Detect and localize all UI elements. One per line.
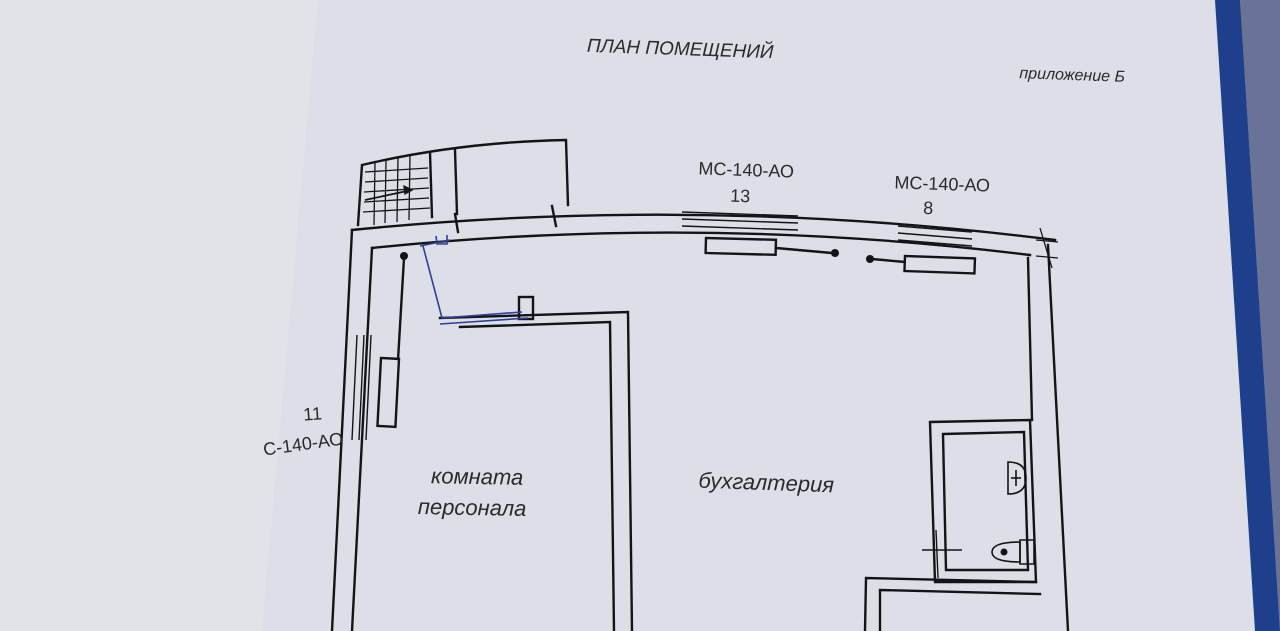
stair-hatching bbox=[362, 155, 431, 226]
fixture-8-model: МС-140-АО bbox=[894, 172, 990, 195]
riser-box bbox=[517, 295, 535, 321]
room-accounting: бухгалтерия bbox=[698, 468, 835, 498]
pipe-11 bbox=[396, 257, 406, 361]
door-mark-2 bbox=[935, 529, 939, 579]
heater-13 bbox=[704, 236, 778, 257]
wall-break-mark bbox=[1035, 227, 1059, 269]
pipe-node-8 bbox=[866, 255, 874, 263]
fixture-8-number: 8 bbox=[923, 198, 934, 218]
corridor-wall bbox=[863, 576, 1038, 631]
toilet-bowl bbox=[991, 541, 1021, 563]
stair-block bbox=[356, 138, 570, 227]
appendix-label: приложение Б bbox=[1019, 65, 1125, 86]
pipe-13 bbox=[775, 246, 833, 255]
staff-room-wall-inner bbox=[458, 320, 616, 631]
stair-divider bbox=[428, 150, 434, 219]
heater-8 bbox=[903, 254, 977, 275]
pipe-8 bbox=[871, 257, 906, 264]
outer-wall-top bbox=[350, 213, 1057, 242]
window-top-1 bbox=[681, 211, 799, 231]
stair-divider-2 bbox=[453, 148, 459, 216]
binder-edge bbox=[1215, 0, 1280, 631]
main-page bbox=[262, 0, 1262, 631]
outer-wall-left bbox=[330, 228, 354, 631]
top-wall-joint bbox=[550, 204, 558, 228]
outer-wall-right bbox=[1046, 243, 1070, 631]
pipe-node-13 bbox=[831, 249, 839, 257]
inner-wall-top bbox=[370, 231, 1032, 257]
inner-wall-right bbox=[1026, 256, 1034, 422]
room-staff-line1: комната bbox=[431, 463, 524, 490]
bathroom-inner bbox=[941, 430, 1030, 572]
fixture-13-model: МС-140-АО bbox=[698, 158, 794, 181]
toilet-drain bbox=[1000, 548, 1008, 556]
room-staff-line2: персонала bbox=[418, 494, 527, 521]
left-page bbox=[0, 0, 330, 631]
corridor-wall-inner bbox=[878, 588, 1042, 631]
inner-wall-left bbox=[350, 246, 374, 631]
fixture-13-number: 13 bbox=[730, 186, 751, 207]
window-left bbox=[351, 334, 372, 441]
staff-room-wall bbox=[438, 310, 634, 631]
window-top-2 bbox=[897, 225, 973, 247]
pipe-node-11 bbox=[400, 252, 408, 260]
pen-annotation bbox=[419, 235, 529, 325]
sink-icon bbox=[1007, 461, 1027, 495]
top-wall-joint-2 bbox=[453, 212, 460, 234]
binder-shadow bbox=[1240, 0, 1280, 631]
heater-11 bbox=[376, 356, 401, 429]
fixture-11-number: 11 bbox=[303, 403, 323, 424]
